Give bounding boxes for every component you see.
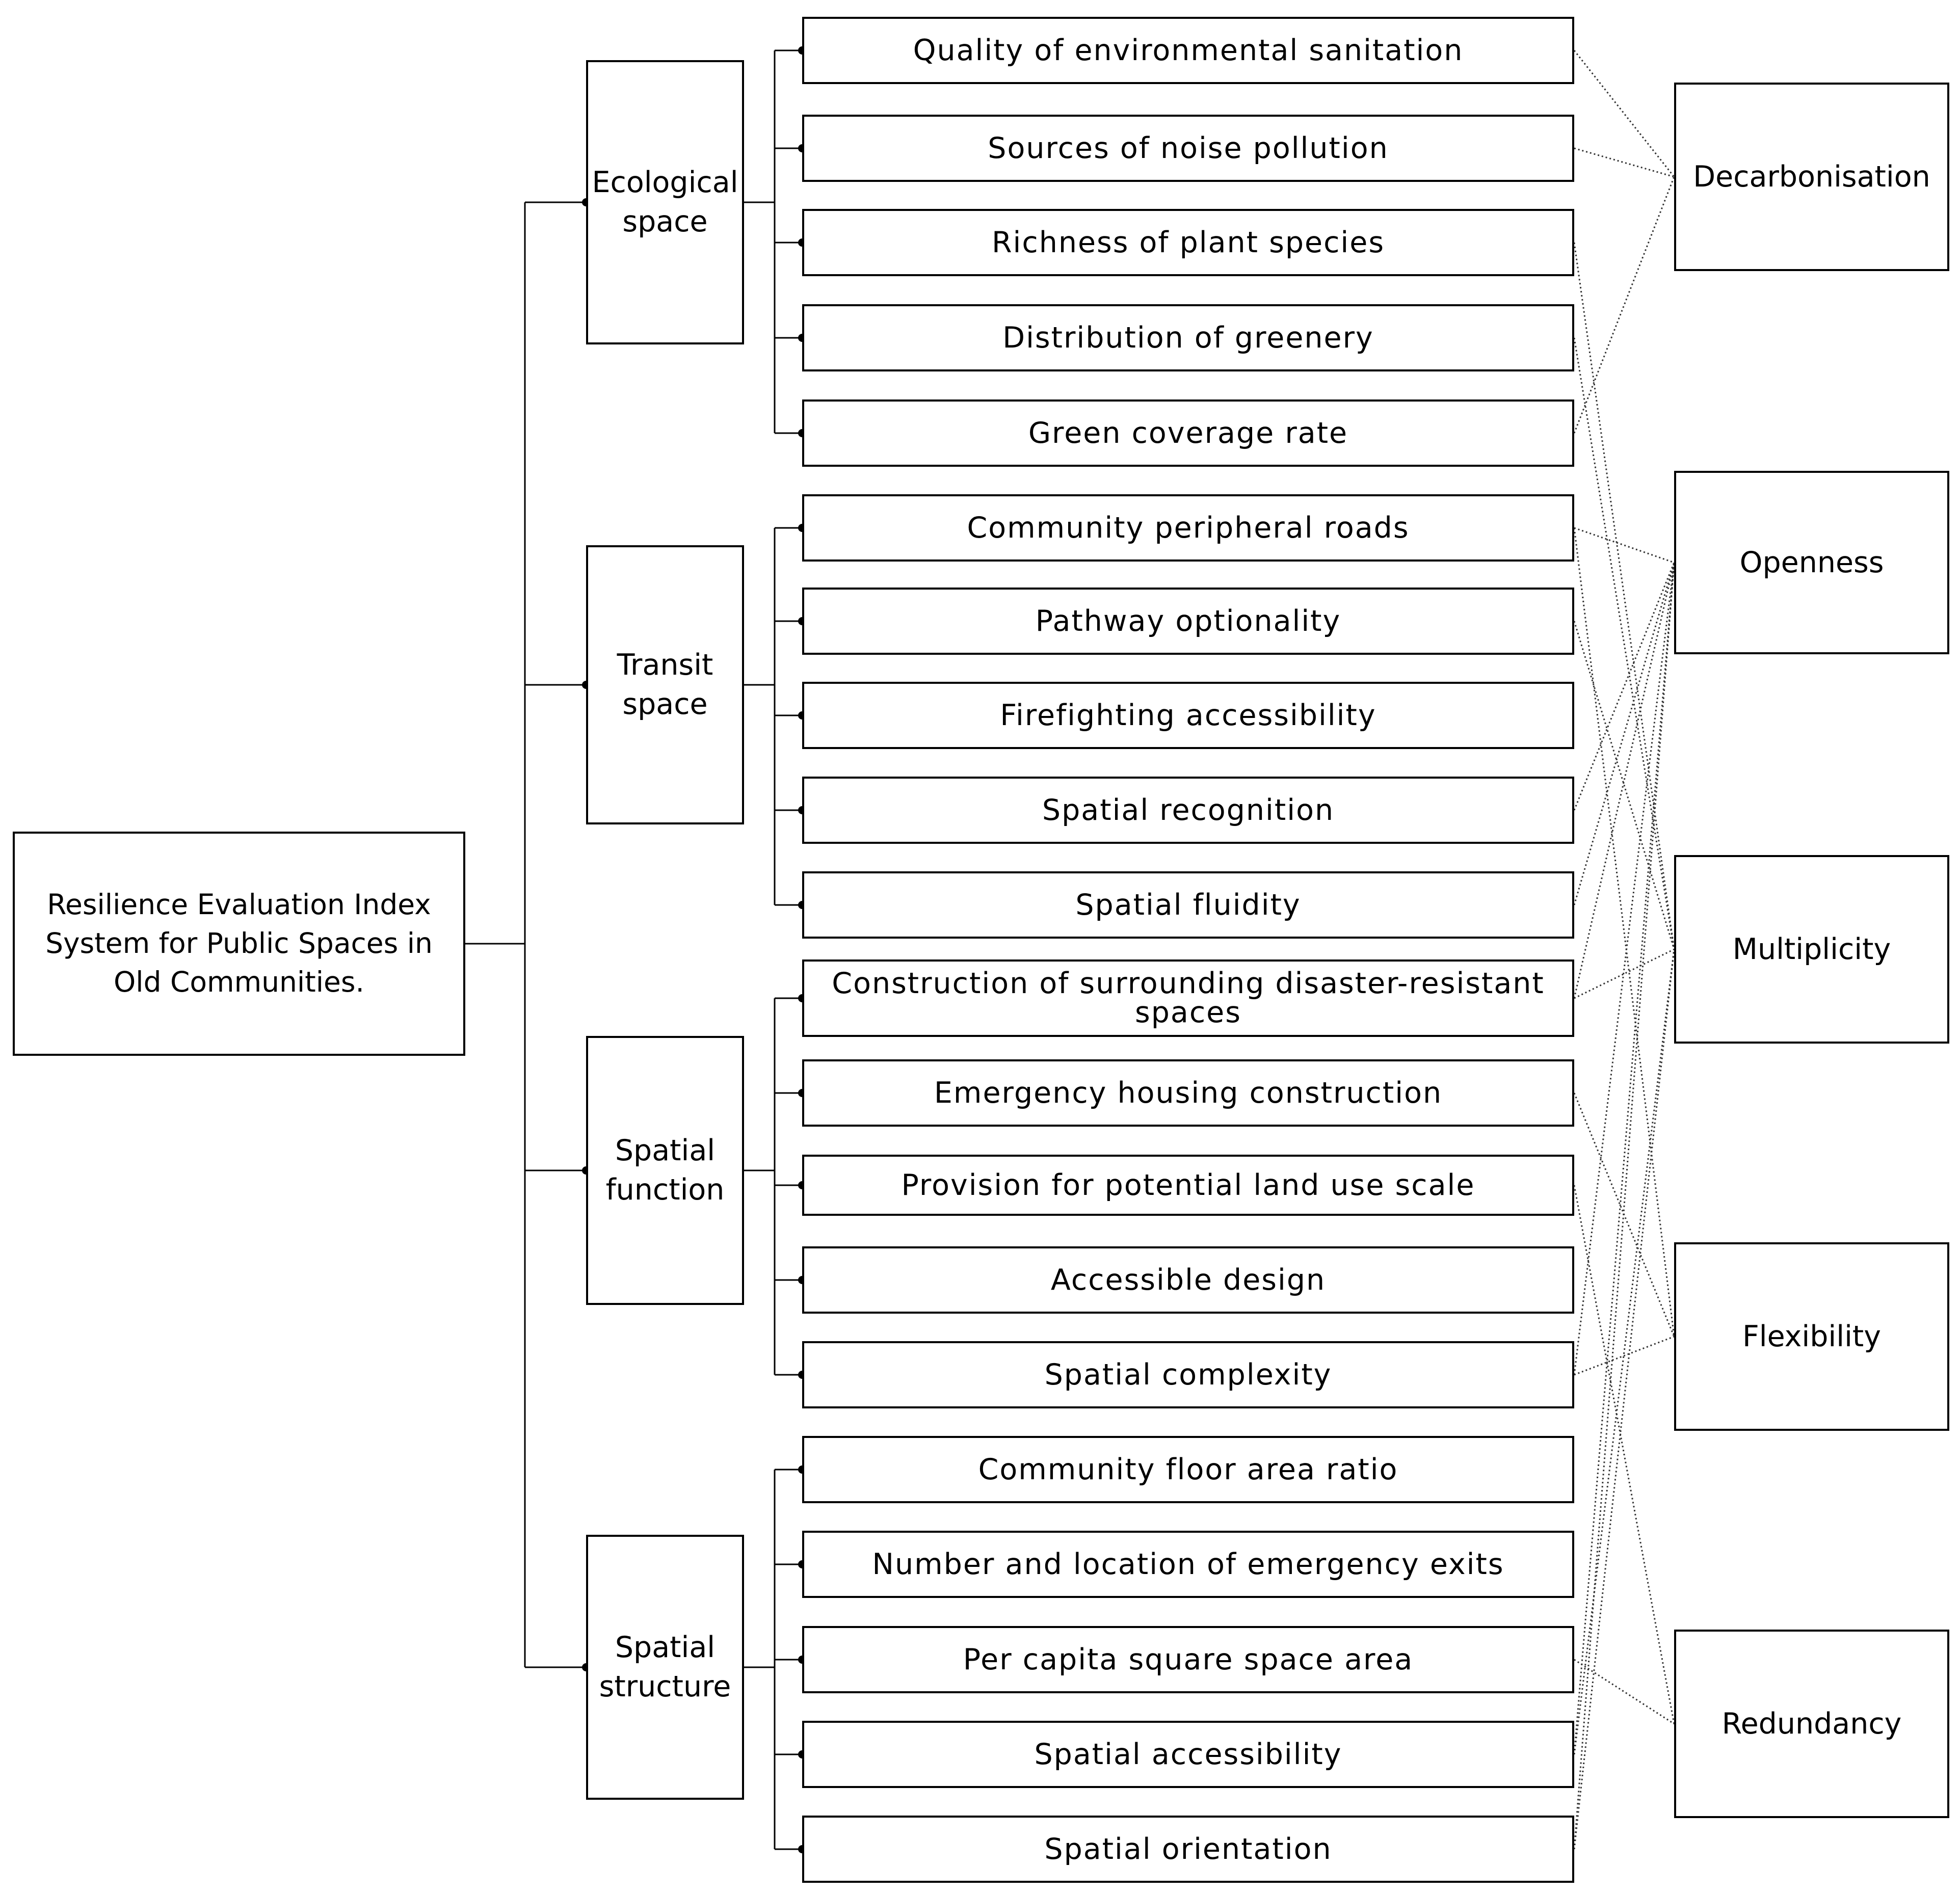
category-transit-space: Transit space (586, 545, 744, 824)
root-label: Resilience Evaluation Index System for P… (45, 888, 433, 998)
indicator-label: Green coverage rate (1028, 416, 1348, 450)
indicator-label: Spatial orientation (1044, 1832, 1332, 1866)
indicator-label: Firefighting accessibility (1000, 698, 1376, 732)
indicator-community-floor-area-ratio: Community floor area ratio (802, 1436, 1574, 1503)
indicator-label: Number and location of emergency exits (872, 1547, 1504, 1581)
indicator-spatial-recognition: Spatial recognition (802, 777, 1574, 844)
indicator-label: Richness of plant species (991, 225, 1385, 259)
link-per-capita-square-space-area-to-redundancy (1574, 1659, 1675, 1725)
indicator-label: Construction of surrounding disaster-res… (832, 967, 1545, 1029)
indicator-label: Spatial complexity (1044, 1357, 1332, 1392)
indicator-accessible-design: Accessible design (802, 1246, 1574, 1314)
property-redundancy: Redundancy (1674, 1630, 1949, 1818)
property-label: Multiplicity (1732, 932, 1891, 966)
category-spatial-function: Spatial function (586, 1036, 744, 1305)
indicator-emergency-housing-construction: Emergency housing construction (802, 1059, 1574, 1127)
indicator-label: Spatial accessibility (1034, 1737, 1342, 1771)
indicator-label: Spatial recognition (1042, 793, 1335, 827)
link-green-coverage-rate-to-decarbonisation (1573, 176, 1675, 434)
link-distribution-of-greenery-to-multiplicity (1573, 337, 1675, 950)
indicator-label: Sources of noise pollution (988, 131, 1389, 165)
property-openness: Openness (1674, 471, 1949, 654)
link-community-peripheral-roads-to-openness (1574, 527, 1675, 564)
indicator-richness-of-plant-species: Richness of plant species (802, 209, 1574, 276)
indicator-label: Per capita square space area (963, 1642, 1414, 1676)
indicator-label: Accessible design (1050, 1263, 1326, 1297)
indicator-distribution-of-greenery: Distribution of greenery (802, 304, 1574, 371)
indicator-label: Spatial fluidity (1075, 888, 1301, 922)
property-label: Decarbonisation (1693, 160, 1930, 194)
indicator-label: Quality of environmental sanitation (913, 33, 1464, 67)
link-spatial-orientation-to-multiplicity (1573, 949, 1675, 1850)
property-label: Openness (1739, 546, 1884, 579)
indicator-green-coverage-rate: Green coverage rate (802, 399, 1574, 467)
link-spatial-accessibility-to-openness (1573, 562, 1675, 1755)
indicator-spatial-complexity: Spatial complexity (802, 1341, 1574, 1408)
link-sources-of-noise-pollution-to-decarbonisation (1574, 147, 1675, 178)
indicator-label: Community floor area ratio (978, 1452, 1398, 1486)
property-label: Flexibility (1742, 1320, 1882, 1353)
indicator-label: Distribution of greenery (1002, 321, 1374, 355)
root-node: Resilience Evaluation Index System for P… (13, 832, 465, 1056)
indicator-quality-of-environmental-sanitation: Quality of environmental sanitation (802, 17, 1574, 84)
category-label: Ecological space (592, 166, 738, 238)
category-label: Spatial function (605, 1134, 725, 1207)
link-spatial-complexity-to-flexibility (1574, 1336, 1675, 1376)
indicator-label: Community peripheral roads (967, 511, 1410, 545)
property-label: Redundancy (1721, 1707, 1902, 1741)
indicator-pathway-optionality: Pathway optionality (802, 588, 1574, 655)
link-provision-for-potential-land-use-scale-to-redundancy (1573, 1185, 1675, 1724)
indicator-spatial-fluidity: Spatial fluidity (802, 871, 1574, 939)
property-decarbonisation: Decarbonisation (1674, 83, 1949, 271)
indicator-label: Emergency housing construction (934, 1076, 1443, 1110)
indicator-number-and-location-of-emergency-exits: Number and location of emergency exits (802, 1531, 1574, 1598)
link-construction-of-surrounding-disaster-resistant-spaces-to-openness (1573, 562, 1675, 999)
indicator-construction-of-surrounding-disaster-resistant-spaces: Construction of surrounding disaster-res… (802, 959, 1574, 1037)
indicator-label: Provision for potential land use scale (901, 1168, 1475, 1202)
indicator-community-peripheral-roads: Community peripheral roads (802, 494, 1574, 562)
indicator-label: Pathway optionality (1035, 604, 1341, 638)
link-community-peripheral-roads-to-flexibility (1573, 527, 1675, 1337)
category-ecological-space: Ecological space (586, 60, 744, 344)
indicator-spatial-orientation: Spatial orientation (802, 1816, 1574, 1883)
indicator-sources-of-noise-pollution: Sources of noise pollution (802, 115, 1574, 182)
link-spatial-complexity-to-openness (1573, 562, 1675, 1375)
category-label: Spatial structure (599, 1631, 731, 1703)
indicator-firefighting-accessibility: Firefighting accessibility (802, 682, 1574, 749)
indicator-spatial-accessibility: Spatial accessibility (802, 1721, 1574, 1788)
link-pathway-optionality-to-multiplicity (1573, 621, 1675, 950)
link-spatial-accessibility-to-multiplicity (1573, 949, 1675, 1755)
category-spatial-structure: Spatial structure (586, 1535, 744, 1800)
indicator-provision-for-potential-land-use-scale: Provision for potential land use scale (802, 1155, 1574, 1216)
property-flexibility: Flexibility (1674, 1242, 1949, 1431)
property-multiplicity: Multiplicity (1674, 855, 1949, 1044)
link-richness-of-plant-species-to-multiplicity (1573, 242, 1675, 950)
indicator-per-capita-square-space-area: Per capita square space area (802, 1626, 1574, 1693)
link-spatial-orientation-to-openness (1573, 562, 1675, 1850)
category-label: Transit space (617, 648, 713, 721)
link-quality-of-environmental-sanitation-to-decarbonisation (1573, 50, 1675, 177)
